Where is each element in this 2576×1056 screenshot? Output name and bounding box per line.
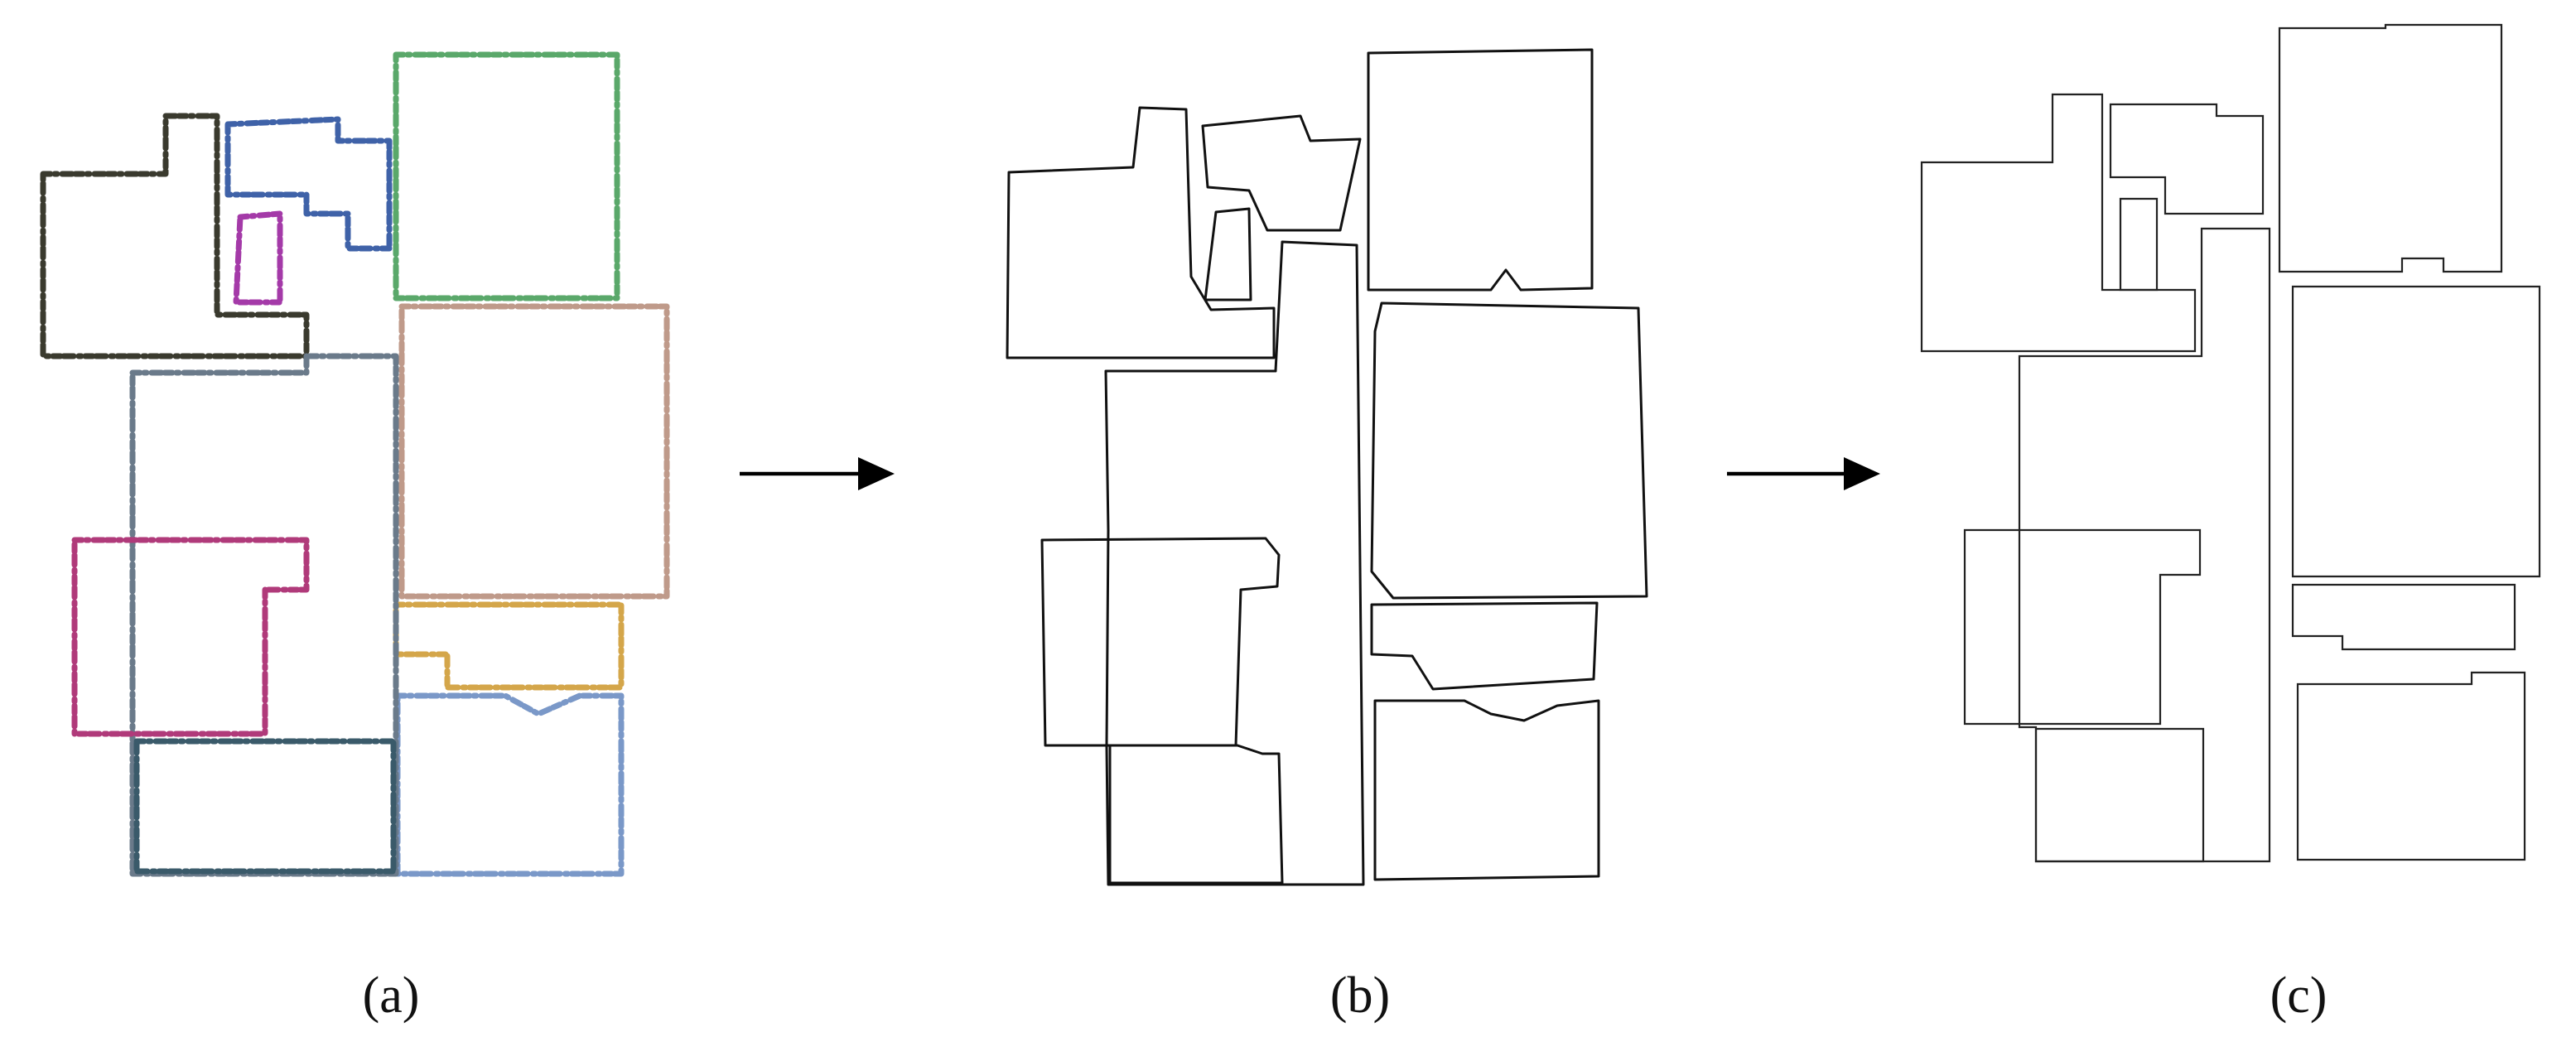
room-entrance [1920, 93, 2197, 353]
room-entrance [1006, 106, 1276, 359]
room-top-right [1367, 48, 1594, 292]
panel-label-b: (b) [1330, 967, 1390, 1024]
panel-a [40, 51, 670, 877]
room-left-bottom [71, 537, 310, 737]
room-small-right [393, 601, 625, 691]
room-left-bottom [1963, 528, 2202, 726]
room-mid-right [1370, 301, 1648, 600]
panel-label-a: (a) [363, 967, 420, 1024]
room-corridor-top [224, 116, 393, 252]
panel-label-c: (c) [2270, 967, 2328, 1024]
panel-c [1920, 23, 2541, 863]
arrow-2 [1727, 457, 1880, 490]
room-bottom-right [2296, 671, 2526, 861]
room-bottom-right [1373, 699, 1600, 881]
room-mid-right [2291, 285, 2541, 578]
room-left-bottom [1040, 537, 1281, 747]
room-closet [2119, 197, 2159, 292]
room-corridor-main [2018, 227, 2271, 863]
room-corridor-top [1201, 114, 1362, 232]
room-top-right [393, 51, 620, 301]
room-closet [233, 210, 283, 306]
room-corridor-main [1104, 240, 1365, 886]
room-corridor-top [2109, 103, 2265, 215]
room-small-right [2291, 583, 2516, 651]
room-bottom-left [1108, 744, 1284, 885]
room-entrance [40, 113, 310, 359]
arrow-1 [740, 457, 895, 490]
room-mid-right [398, 303, 670, 600]
room-top-right [2278, 23, 2503, 273]
room-small-right [1370, 601, 1599, 691]
room-bottom-left [2034, 727, 2205, 863]
room-closet [1204, 207, 1252, 301]
panel-b [1006, 48, 1648, 886]
room-bottom-left [133, 738, 397, 875]
room-bottom-right [394, 692, 625, 877]
room-corridor-main [129, 353, 399, 877]
